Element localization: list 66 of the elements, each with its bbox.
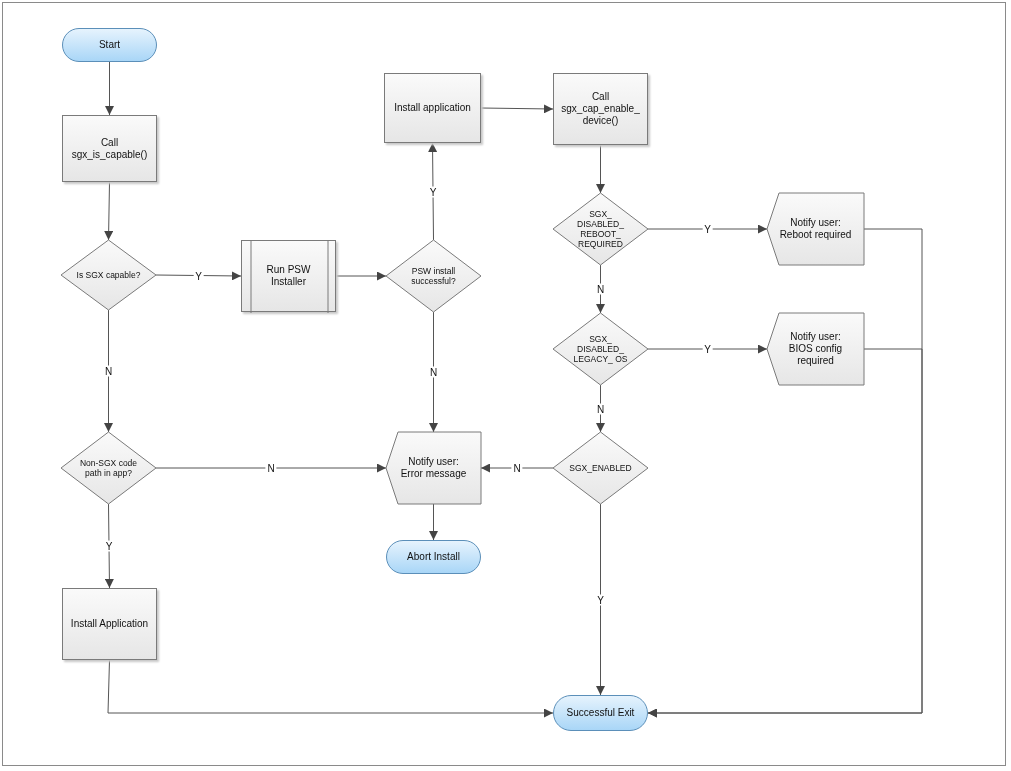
- node-text: Is SGX capable?: [76, 269, 141, 281]
- edge-label: N: [102, 365, 115, 377]
- decision-diamond: [61, 240, 156, 310]
- node-text: Call sgx_cap_enable_ device(): [560, 91, 641, 127]
- edge-label: Y: [427, 186, 439, 197]
- node-text: PSW install successful?: [410, 265, 457, 287]
- arrow: [104, 309, 113, 433]
- edge-label: Y: [103, 540, 115, 552]
- edge-label: N: [594, 403, 607, 414]
- edge-label: Y: [595, 594, 606, 605]
- process-box: [384, 73, 481, 143]
- arrow: [596, 384, 605, 433]
- arrow: [335, 271, 387, 281]
- arrow: [480, 104, 554, 114]
- node-text: SGX_ DISABLED_ LEGACY_ OS: [572, 333, 629, 365]
- decision-diamond: [61, 432, 156, 504]
- node-text: SGX_ENABLED: [569, 462, 632, 474]
- terminator-shape: [386, 540, 481, 574]
- arrow: [429, 503, 438, 541]
- edge-label: Y: [702, 343, 713, 355]
- edge-label: N: [427, 366, 440, 378]
- arrow: [647, 348, 923, 718]
- node-text: Abort Install: [407, 551, 460, 563]
- node-text: Notify user: BIOS config required: [787, 331, 844, 367]
- display-shape: [767, 193, 864, 265]
- terminator-shape: [553, 695, 648, 731]
- node-text: Notify user: Reboot required: [778, 217, 853, 241]
- arrow: [647, 344, 768, 354]
- process-box: [62, 588, 157, 660]
- node-text: Install application: [394, 102, 471, 114]
- arrow: [105, 61, 114, 116]
- decision-diamond: [553, 313, 648, 385]
- node-text: Successful Exit: [566, 707, 635, 719]
- edge-label: N: [511, 462, 523, 474]
- node-text: Notify user: Error message: [399, 456, 468, 480]
- node-text: Install Application: [70, 618, 149, 630]
- display-shape: [386, 432, 481, 504]
- node-text: SGX_ DISABLED_ REBOOT_ REQUIRED: [576, 208, 625, 250]
- node-text: Run PSW Installer: [265, 264, 312, 288]
- arrow: [155, 271, 242, 281]
- node-text: Non-SGX code path in app?: [78, 457, 139, 479]
- edge-label: Y: [702, 223, 713, 235]
- edge-label: Y: [193, 270, 204, 281]
- subprocess-box: [241, 240, 336, 312]
- arrow: [104, 503, 114, 589]
- edge-label: N: [594, 283, 607, 295]
- arrow: [155, 463, 387, 473]
- arrow: [596, 264, 605, 314]
- arrow: [104, 181, 114, 241]
- arrow: [480, 463, 554, 473]
- arrow: [428, 142, 438, 241]
- process-box: [553, 73, 648, 145]
- display-shape: [767, 313, 864, 385]
- process-box: [62, 115, 157, 182]
- edge-label: N: [265, 462, 277, 474]
- terminator-shape: [62, 28, 157, 62]
- arrow: [429, 311, 438, 433]
- arrow: [596, 144, 605, 194]
- decision-diamond: [553, 193, 648, 265]
- node-text: Call sgx_is_capable(): [70, 136, 149, 161]
- decision-diamond: [386, 240, 481, 312]
- arrow: [107, 659, 554, 718]
- arrow: [647, 224, 768, 234]
- node-text: Start: [98, 39, 121, 51]
- decision-diamond: [553, 432, 648, 504]
- arrow: [596, 503, 605, 696]
